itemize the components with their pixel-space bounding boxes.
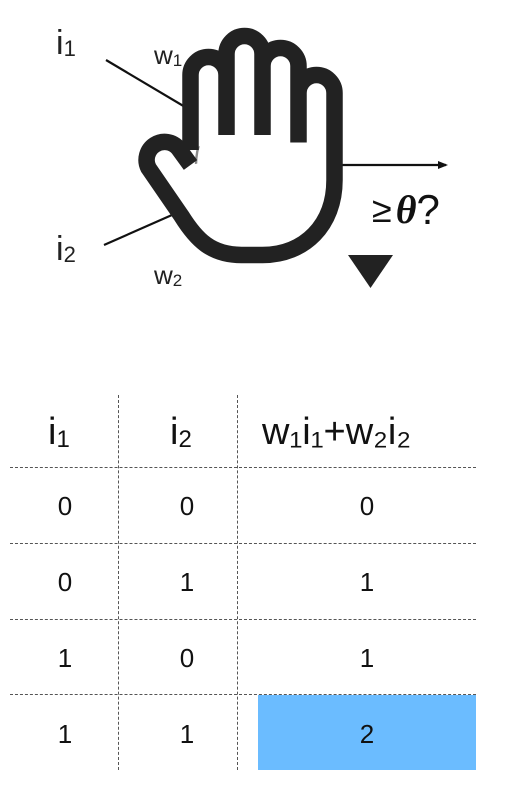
table-cell: 1 xyxy=(179,719,195,749)
header-input-1: i1 xyxy=(48,411,70,453)
input-1-label: i1 xyxy=(56,26,76,60)
header-weighted-sum: w₁i₁+w₂i₂ xyxy=(262,413,411,451)
table-cell: 1 xyxy=(179,567,195,597)
weight-2-label: w2 xyxy=(154,260,183,290)
column-divider xyxy=(118,395,119,770)
threshold-theta: θ xyxy=(395,187,417,232)
header-input-2: i2 xyxy=(170,411,192,453)
weight-2-sub: 2 xyxy=(172,271,183,290)
truth-table: i1 i2 w₁i₁+w₂i₂ 0 0 0 0 1 1 1 0 1 1 1 2 xyxy=(0,385,531,785)
threshold-label: ≥θ? xyxy=(372,189,440,231)
input-2-sub: 2 xyxy=(63,242,76,267)
weight-1-sub: 1 xyxy=(172,51,183,70)
table-cell: 0 xyxy=(179,491,195,521)
table-cell: 1 xyxy=(57,643,73,673)
neuron-diagram: i1 w1 i2 w2 ≥θ? xyxy=(0,0,531,330)
weight-2-base: w xyxy=(154,260,173,290)
header-weighted-sum-text: w₁i₁+w₂i₂ xyxy=(262,411,412,453)
row-divider xyxy=(10,619,476,620)
table-cell-highlighted: 2 xyxy=(359,719,375,749)
weight-1-label: w1 xyxy=(154,40,183,70)
table-cell: 0 xyxy=(57,491,73,521)
weight-1-base: w xyxy=(154,40,173,70)
header-input-2-base: i xyxy=(170,411,179,453)
input-1-sub: 1 xyxy=(63,36,76,61)
row-divider xyxy=(10,694,476,695)
header-input-2-sub: 2 xyxy=(178,426,192,453)
input-2-base: i xyxy=(56,230,64,268)
table-cell: 1 xyxy=(359,567,375,597)
row-divider xyxy=(10,543,476,544)
table-cell: 0 xyxy=(359,491,375,521)
row-divider xyxy=(10,467,476,468)
input-2-label: i2 xyxy=(56,232,76,266)
table-cell: 1 xyxy=(359,643,375,673)
header-input-1-base: i xyxy=(48,411,57,453)
threshold-symbol: ≥ xyxy=(372,189,392,230)
input-1-base: i xyxy=(56,24,64,62)
table-cell: 0 xyxy=(57,567,73,597)
table-cell: 1 xyxy=(57,719,73,749)
column-divider xyxy=(237,395,238,770)
table-cell: 0 xyxy=(179,643,195,673)
threshold-question: ? xyxy=(416,186,440,233)
header-input-1-sub: 1 xyxy=(56,426,70,453)
highlight-cell xyxy=(258,695,476,770)
hand-cursor-icon xyxy=(138,27,393,288)
